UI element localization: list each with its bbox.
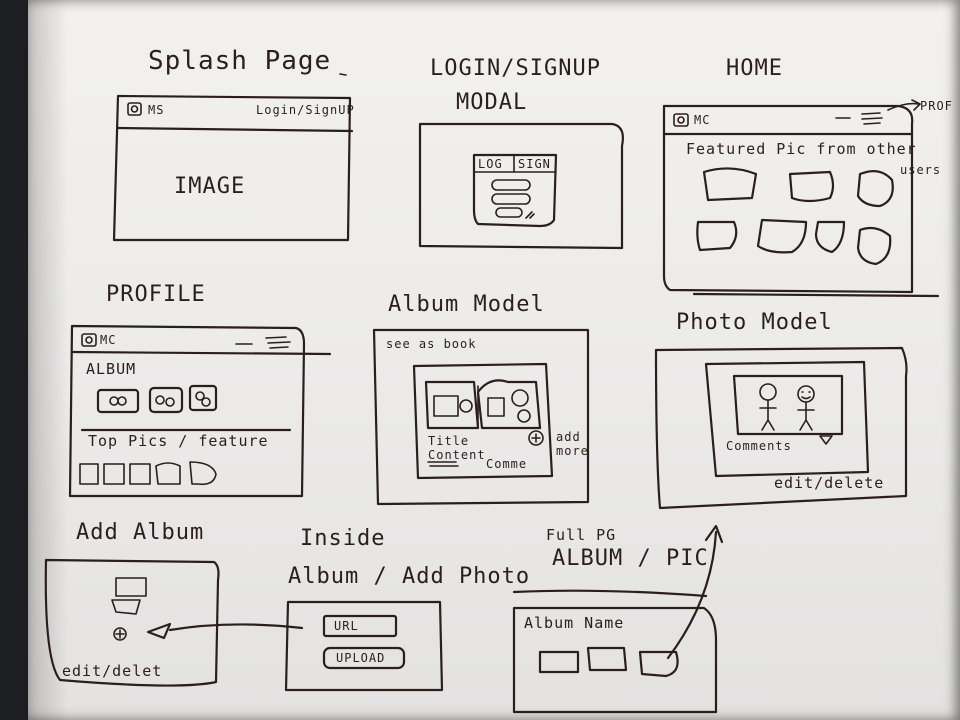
album-name-label: Album Name [524,614,625,632]
add-album-title: Add Album [76,520,205,545]
add-album-edit-delete[interactable]: edit/delet [62,662,163,680]
splash-title: Splash Page [148,46,332,76]
see-as-book-link[interactable]: see as book [386,337,477,351]
login-modal-sketch [418,122,624,250]
home-sketch [662,99,940,298]
home-logo-icon [673,113,689,127]
signup-tab[interactable]: SIGN [518,157,551,171]
inside-album-title-line2: Album / Add Photo [288,564,531,589]
splash-login-link[interactable]: Login/SignUP [256,103,355,117]
home-title: HOME [726,56,783,81]
login-tab[interactable]: LOG [478,157,503,171]
login-modal-title-line1: LOGIN/SIGNUP [430,56,601,81]
add-more-plus-icon [528,430,544,446]
photo-edit-delete[interactable]: edit/delete [774,474,885,492]
add-album-plus-icon [113,627,127,641]
home-featured-label: Featured Pic from other [686,140,917,158]
home-users-label: users [900,163,942,177]
paper-shadow [28,0,68,720]
album-title-content: Title Content [428,434,486,463]
profile-logo-text: MC [100,333,117,347]
profile-top-pics-label: Top Pics / feature [88,432,269,450]
inside-album-title-line1: Inside [300,526,386,551]
add-more-label[interactable]: add more [556,430,589,459]
login-modal-title-line2: MODAL [456,90,528,115]
upload-button[interactable]: UPLOAD [336,651,386,665]
paper-sheet [28,0,960,720]
profile-sketch [68,324,332,498]
photo-model-sketch [654,346,908,510]
splash-logo-icon [127,102,142,116]
album-comments-label: Comme [486,457,528,471]
full-page-title-line2: ALBUM / PIC [552,546,709,571]
home-logo-text: MC [694,113,711,127]
full-page-title-line1: Full PG [546,526,617,544]
inside-album-sketch [284,600,444,692]
photo-comments-label: Comments [726,439,792,453]
album-model-sketch [372,328,590,506]
profile-album-label: ALBUM [86,360,137,378]
full-page-sketch [512,524,724,714]
profile-title: PROFILE [106,282,206,307]
album-model-title: Album Model [388,292,545,317]
profile-logo-icon [81,333,97,347]
home-prof-label: PROF [920,99,953,113]
splash-sketch [112,73,354,242]
add-album-sketch [44,558,304,687]
splash-logo-text: MS [148,103,165,117]
url-button[interactable]: URL [334,619,359,633]
photo-model-title: Photo Model [676,310,833,335]
splash-image-label: IMAGE [174,174,246,199]
